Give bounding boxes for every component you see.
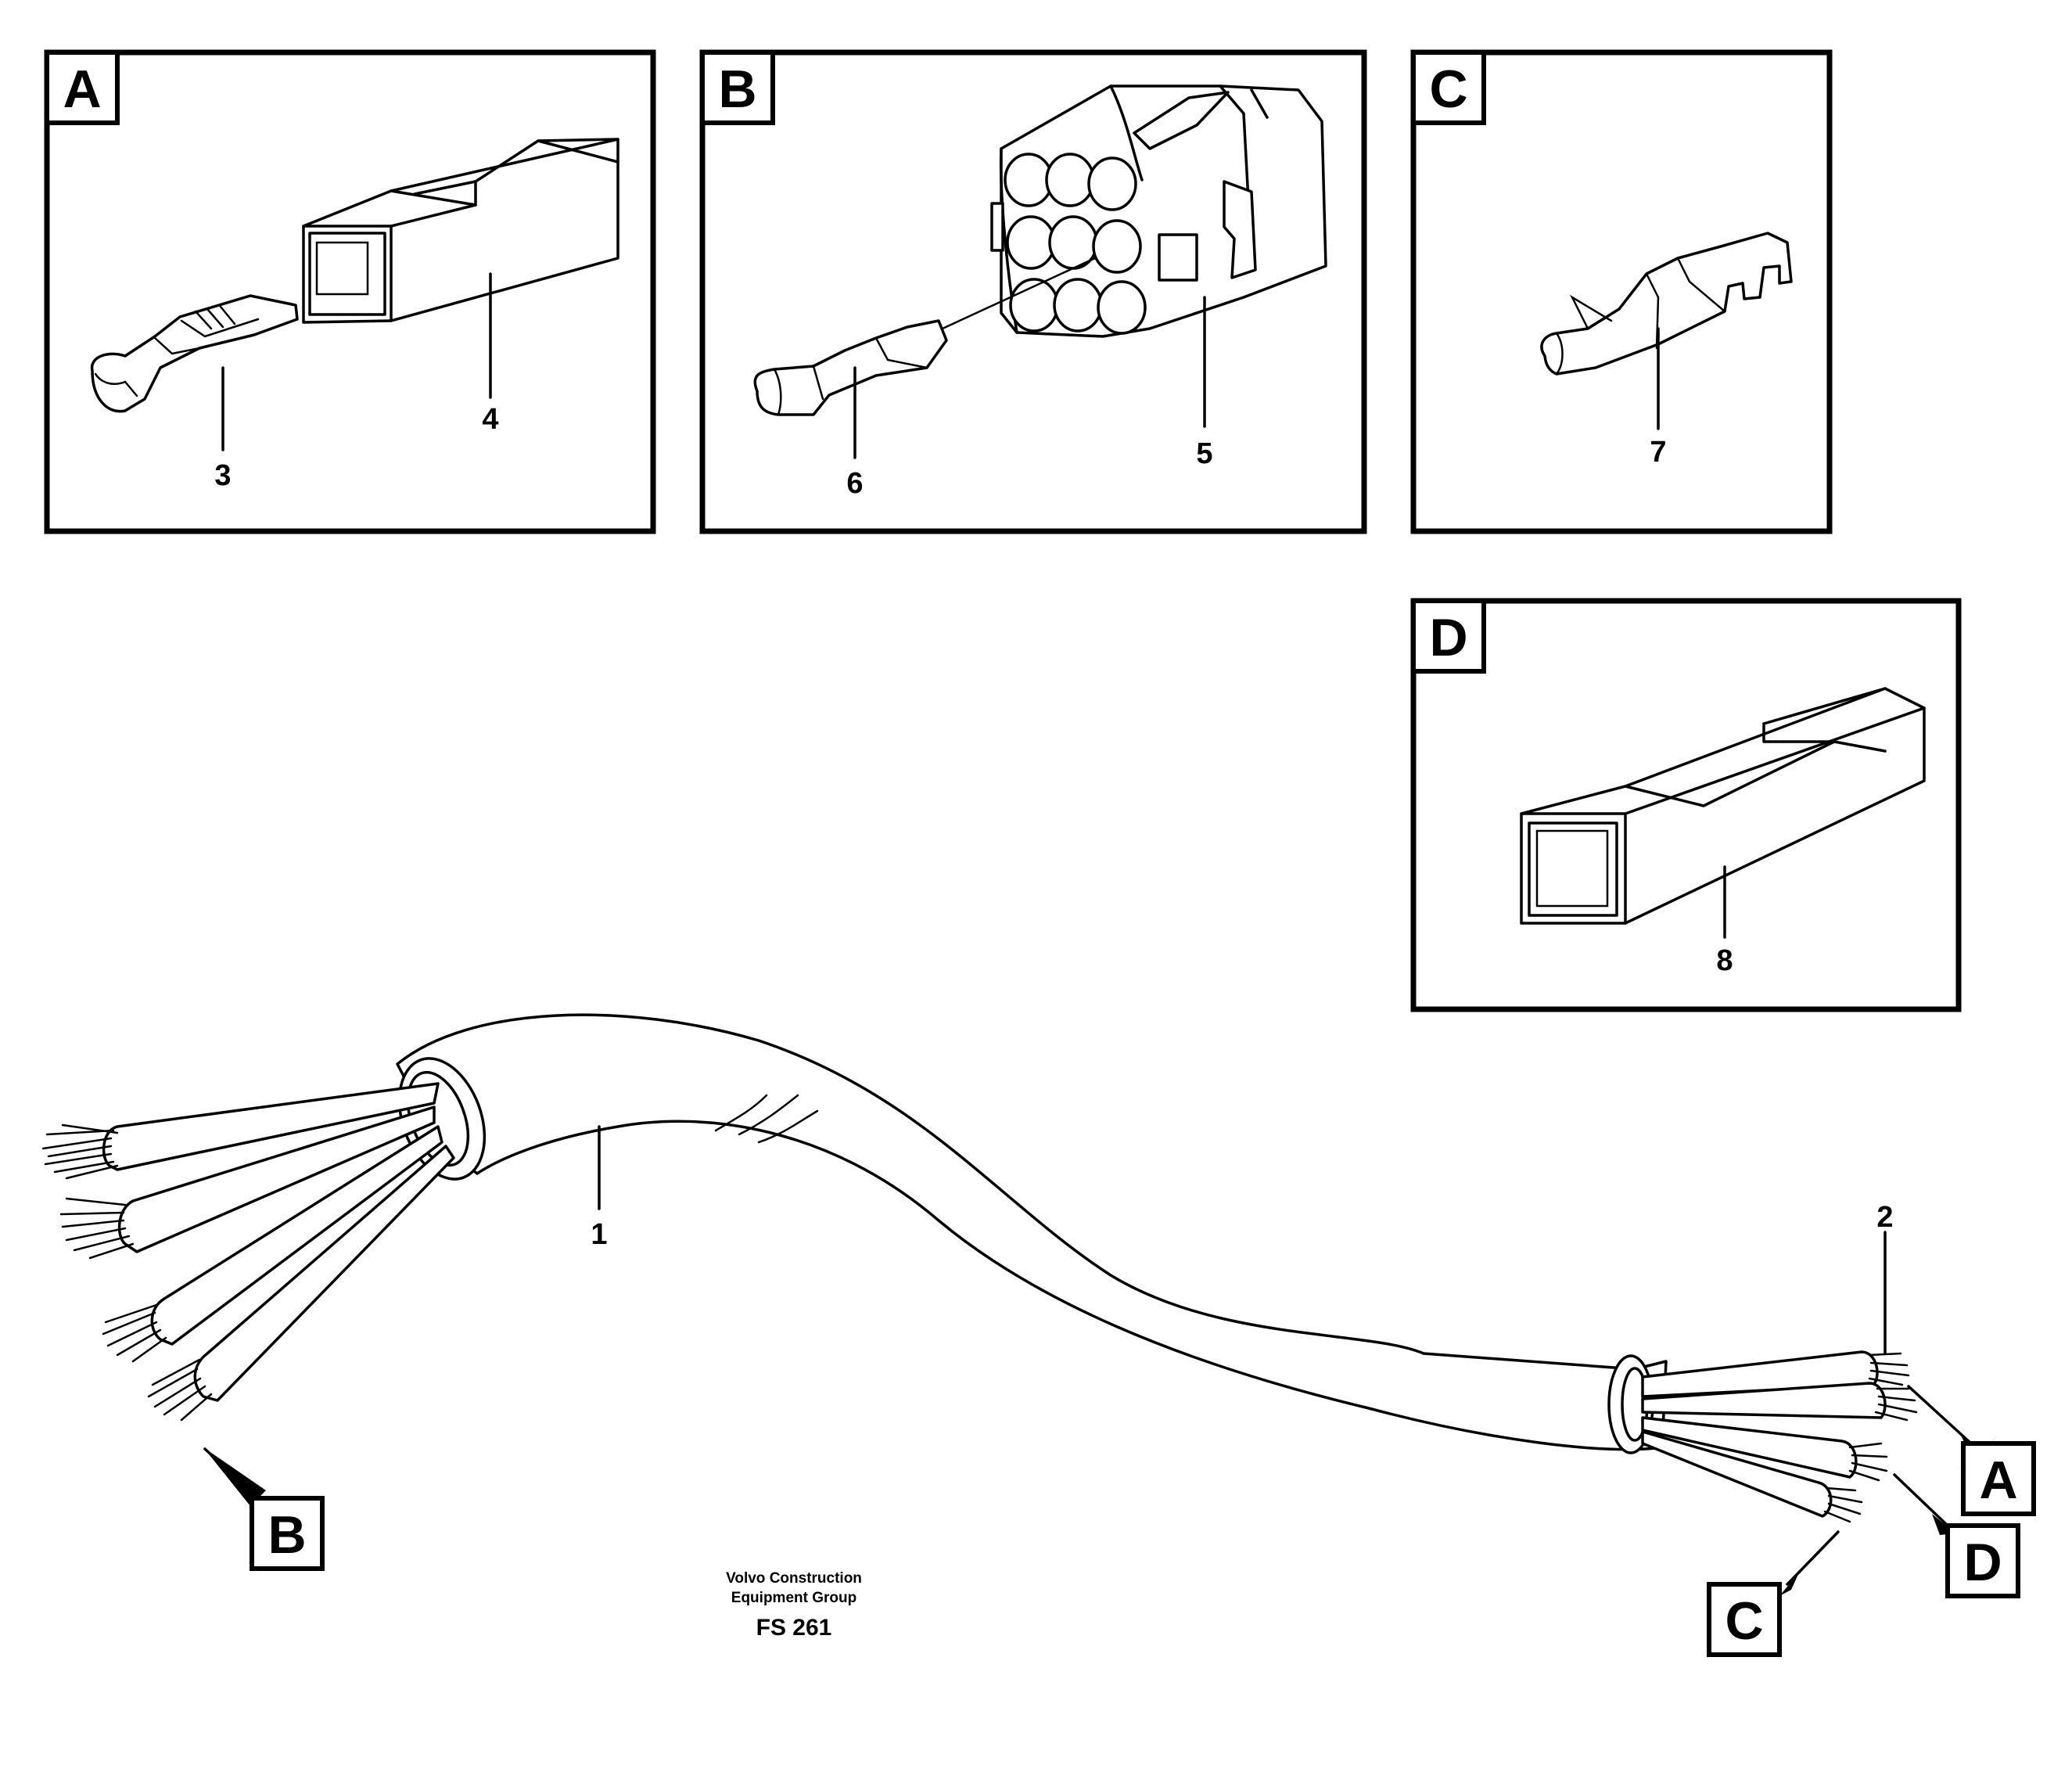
svg-text:D: D	[1963, 1533, 2002, 1592]
svg-text:A: A	[1979, 1450, 2017, 1510]
terminal-socket-7	[1540, 232, 1793, 376]
part-label-3: 3	[214, 459, 231, 492]
callout-b: B	[203, 1447, 325, 1571]
cable-assembly: 1 2	[41, 1013, 1918, 1523]
panel-b: B	[699, 49, 1367, 534]
part-label-1: 1	[591, 1218, 607, 1251]
pin-holes	[1004, 153, 1147, 335]
wire-strands-left	[41, 1123, 213, 1422]
panel-a-label: A	[63, 59, 101, 119]
terminal-pin-6	[753, 257, 1097, 416]
company-line-1: Volvo Construction	[726, 1570, 862, 1587]
panel-d-label: D	[1429, 608, 1467, 667]
panel-d: D 8	[1410, 598, 1962, 1012]
part-label-4: 4	[482, 403, 498, 436]
figure-code: FS 261	[756, 1615, 832, 1641]
part-label-6: 6	[846, 467, 863, 500]
wires-left	[41, 1082, 455, 1422]
cable-jacket	[396, 1013, 1668, 1451]
terminal-3	[90, 294, 299, 413]
callout-c: C	[1707, 1530, 1840, 1657]
part-label-2: 2	[1876, 1201, 1893, 1234]
svg-text:C: C	[1725, 1591, 1763, 1651]
panel-c-label: C	[1429, 59, 1467, 119]
part-label-8: 8	[1716, 944, 1733, 977]
callout-d: D	[1893, 1473, 2020, 1598]
callout-a: A	[1907, 1385, 2036, 1516]
svg-text:B: B	[268, 1505, 306, 1565]
connector-housing-4	[302, 138, 619, 324]
panel-b-label: B	[718, 59, 756, 119]
figure-footer: Volvo Construction Equipment Group FS 26…	[726, 1570, 862, 1641]
panel-c: C 7	[1410, 49, 1833, 534]
connector-housing-8	[1520, 687, 1926, 925]
part-label-5: 5	[1196, 437, 1212, 470]
company-line-2: Equipment Group	[731, 1590, 856, 1606]
panel-a: A 3 4	[44, 49, 656, 534]
part-label-7: 7	[1650, 436, 1666, 469]
connector-housing-9-pin-5	[990, 84, 1327, 338]
wires-right	[1641, 1350, 1918, 1523]
